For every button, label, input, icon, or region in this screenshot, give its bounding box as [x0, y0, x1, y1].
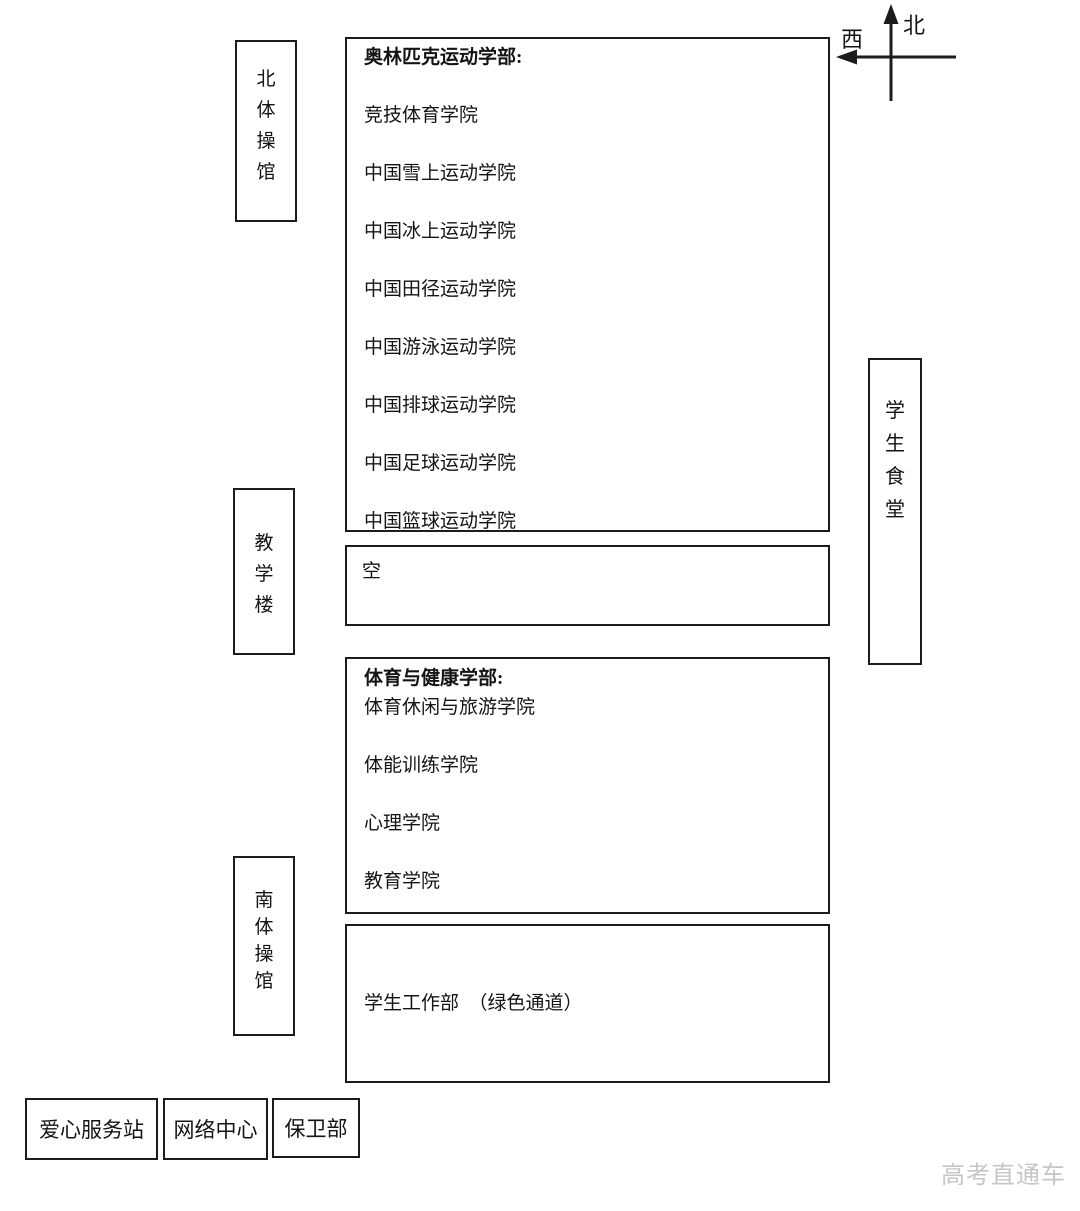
olympic-college-item: 中国冰上运动学院: [364, 221, 517, 242]
love-service-station-label: 爱心服务站: [39, 1118, 144, 1142]
building-teaching-label: 教学楼: [254, 533, 274, 616]
olympic-college-item: 中国篮球运动学院: [364, 511, 517, 532]
block-empty-label: 空: [362, 561, 382, 582]
compass-icon: [836, 4, 956, 101]
building-teaching: 教学楼: [233, 488, 295, 655]
olympic-college-item: 中国田径运动学院: [364, 279, 517, 300]
health-college-item: 体育休闲与旅游学院: [364, 697, 536, 718]
building-love-service-station: 爱心服务站: [25, 1098, 158, 1160]
block-empty: 空: [345, 545, 830, 626]
olympic-college-item: 中国雪上运动学院: [364, 163, 517, 184]
building-student-canteen-label: 学生食堂: [885, 400, 905, 521]
olympic-college-item: 竞技体育学院: [364, 105, 479, 126]
building-student-canteen: 学生食堂: [868, 358, 922, 665]
student-affairs-label: 学生工作部 （绿色通道）: [364, 993, 583, 1014]
block-olympic-department: 奥林匹克运动学部: 竞技体育学院 中国雪上运动学院 中国冰上运动学院 中国田径运…: [345, 37, 830, 532]
block-student-affairs: 学生工作部 （绿色通道）: [345, 924, 830, 1083]
building-network-center: 网络中心: [163, 1098, 268, 1160]
health-college-item: 教育学院: [364, 871, 441, 892]
building-south-gym: 南体操馆: [233, 856, 295, 1036]
building-north-gym-label: 北体操馆: [256, 69, 276, 183]
olympic-college-item: 中国足球运动学院: [364, 453, 517, 474]
olympic-college-item: 中国排球运动学院: [364, 395, 517, 416]
security-department-label: 保卫部: [284, 1117, 348, 1141]
building-south-gym-label: 南体操馆: [254, 890, 274, 992]
health-college-item: 心理学院: [364, 813, 441, 834]
health-department-title: 体育与健康学部:: [364, 668, 504, 689]
compass-north-label: 北: [903, 13, 926, 38]
health-college-item: 体能训练学院: [364, 755, 479, 776]
block-health-department: 体育与健康学部: 体育休闲与旅游学院 体能训练学院 心理学院 教育学院: [345, 657, 830, 914]
building-north-gym: 北体操馆: [235, 40, 297, 222]
network-center-label: 网络中心: [173, 1118, 258, 1142]
olympic-department-title: 奥林匹克运动学部:: [364, 47, 523, 68]
building-security-department: 保卫部: [272, 1098, 360, 1158]
watermark-text: 高考直通车: [941, 1162, 1066, 1189]
olympic-college-item: 中国游泳运动学院: [364, 337, 517, 358]
compass-west-label: 西: [841, 27, 864, 52]
